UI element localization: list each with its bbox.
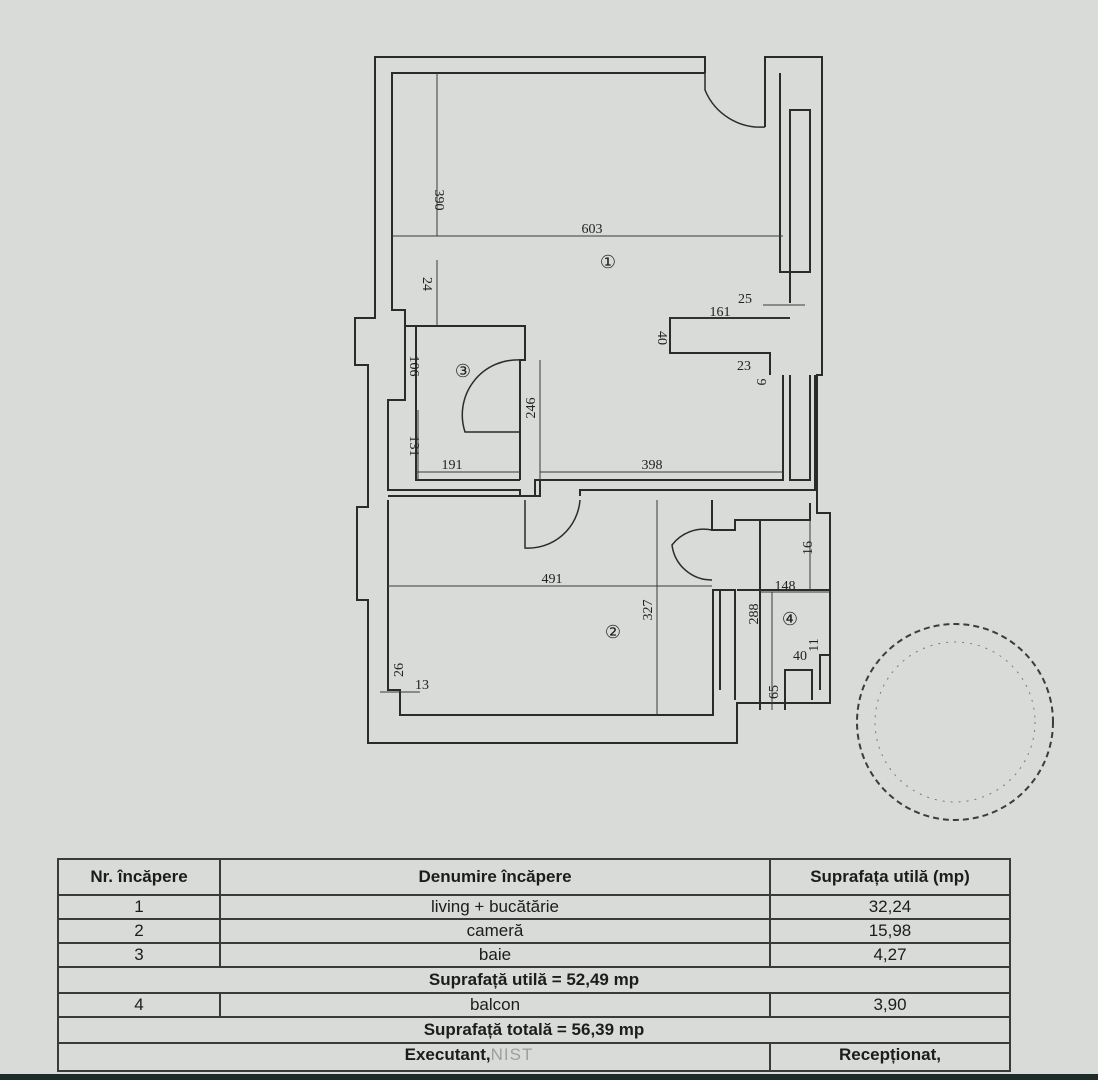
door-bedroom — [524, 499, 581, 549]
door-bath — [461, 359, 521, 433]
doors — [461, 73, 766, 581]
rooms-table: Nr. încăpere Denumire încăpere Suprafața… — [57, 858, 1011, 1072]
dim-191: 191 — [442, 458, 463, 473]
receptionat-cell: Recepționat, — [769, 1042, 1011, 1072]
table-row: 2 cameră 15,98 — [57, 918, 1011, 944]
dim-603: 603 — [582, 222, 603, 237]
grand-total: Suprafață totală = 56,39 mp — [57, 1016, 1011, 1044]
dim-65: 65 — [767, 685, 782, 699]
table-row-balcony: 4 balcon 3,90 — [57, 992, 1011, 1018]
wall-bedroom-top — [579, 375, 816, 496]
dim-161: 161 — [710, 305, 731, 320]
useful-total: Suprafață utilă = 52,49 mp — [57, 966, 1011, 994]
cell-room-number: 2 — [57, 918, 221, 944]
cell-room-number: 3 — [57, 942, 221, 968]
table-header-row: Nr. încăpere Denumire încăpere Suprafața… — [57, 858, 1011, 896]
dim-246: 246 — [524, 398, 539, 419]
room-number-1: ① — [600, 252, 616, 272]
grand-total-row: Suprafață totală = 56,39 mp — [57, 1016, 1011, 1044]
window-right-mid — [789, 375, 811, 481]
dim-148: 148 — [775, 579, 796, 594]
room-number-4: ④ — [782, 609, 798, 629]
partition-161 — [669, 317, 790, 375]
dimension-lines — [380, 73, 830, 715]
bath-inner — [415, 326, 520, 481]
cell-room-area: 4,27 — [769, 942, 1011, 968]
cell-room-name: cameră — [219, 918, 771, 944]
balcony-notch-2 — [819, 654, 830, 690]
stamp-seal — [856, 623, 1054, 821]
executant-stamp-text: NIST — [490, 1045, 534, 1064]
window-right-top — [779, 73, 811, 303]
dim-131: 131 — [406, 436, 421, 457]
dimension-labels: 390 603 24 25 161 40 23 9 106 246 131 19… — [392, 190, 822, 700]
dim-23: 23 — [737, 359, 751, 374]
dim-288: 288 — [747, 604, 762, 625]
bedroom-walls — [387, 500, 736, 716]
bath-wall-left — [387, 326, 541, 497]
plan-walls — [354, 56, 831, 744]
dim-24: 24 — [419, 277, 434, 291]
dim-13: 13 — [415, 678, 429, 693]
executant-label: Executant, — [404, 1045, 491, 1064]
cell-room-area: 32,24 — [769, 894, 1011, 920]
table-row: 1 living + bucătărie 32,24 — [57, 894, 1011, 920]
stamp-outer-ring — [856, 623, 1054, 821]
wall-living-bottom — [534, 375, 784, 496]
balcony-notch — [784, 669, 813, 710]
cell-room-name: baie — [219, 942, 771, 968]
inner-wall-living — [391, 72, 705, 326]
dim-327: 327 — [641, 600, 656, 621]
dim-16: 16 — [801, 541, 816, 555]
outer-wall — [354, 56, 831, 744]
room-number-2: ② — [605, 622, 621, 642]
bath-wall-right — [405, 325, 526, 480]
cell-room-number: 4 — [57, 992, 221, 1018]
dim-40-a: 40 — [654, 331, 669, 345]
door-entrance — [704, 73, 766, 128]
floor-plan: 390 603 24 25 161 40 23 9 106 246 131 19… — [354, 56, 1054, 821]
executant-cell: Executant,NIST — [57, 1042, 771, 1072]
header-room-number: Nr. încăpere — [57, 858, 221, 896]
door-balcony — [671, 528, 713, 581]
dim-26: 26 — [392, 663, 407, 677]
cell-room-name: living + bucătărie — [219, 894, 771, 920]
dim-9: 9 — [753, 379, 768, 386]
dim-390: 390 — [431, 190, 446, 211]
stamp-inner-ring — [874, 641, 1036, 803]
cell-room-name: balcon — [219, 992, 771, 1018]
header-room-name: Denumire încăpere — [219, 858, 771, 896]
room-number-3: ③ — [455, 361, 471, 381]
cell-room-number: 1 — [57, 894, 221, 920]
table-row: 3 baie 4,27 — [57, 942, 1011, 968]
cell-room-area: 15,98 — [769, 918, 1011, 944]
dim-106: 106 — [406, 356, 421, 377]
bottom-bar — [0, 1074, 1098, 1080]
dim-40-b: 40 — [793, 649, 807, 664]
dim-491: 491 — [542, 572, 563, 587]
bedroom-top-right — [711, 500, 811, 531]
room-numbers: ① ③ ② ④ — [455, 252, 798, 642]
useful-total-row: Suprafață utilă = 52,49 mp — [57, 966, 1011, 994]
dim-11: 11 — [807, 638, 822, 651]
dim-25: 25 — [738, 292, 752, 307]
dim-398: 398 — [642, 458, 663, 473]
signature-row: Executant,NIST Recepționat, — [57, 1042, 1011, 1072]
cell-room-area: 3,90 — [769, 992, 1011, 1018]
header-useful-area: Suprafața utilă (mp) — [769, 858, 1011, 896]
